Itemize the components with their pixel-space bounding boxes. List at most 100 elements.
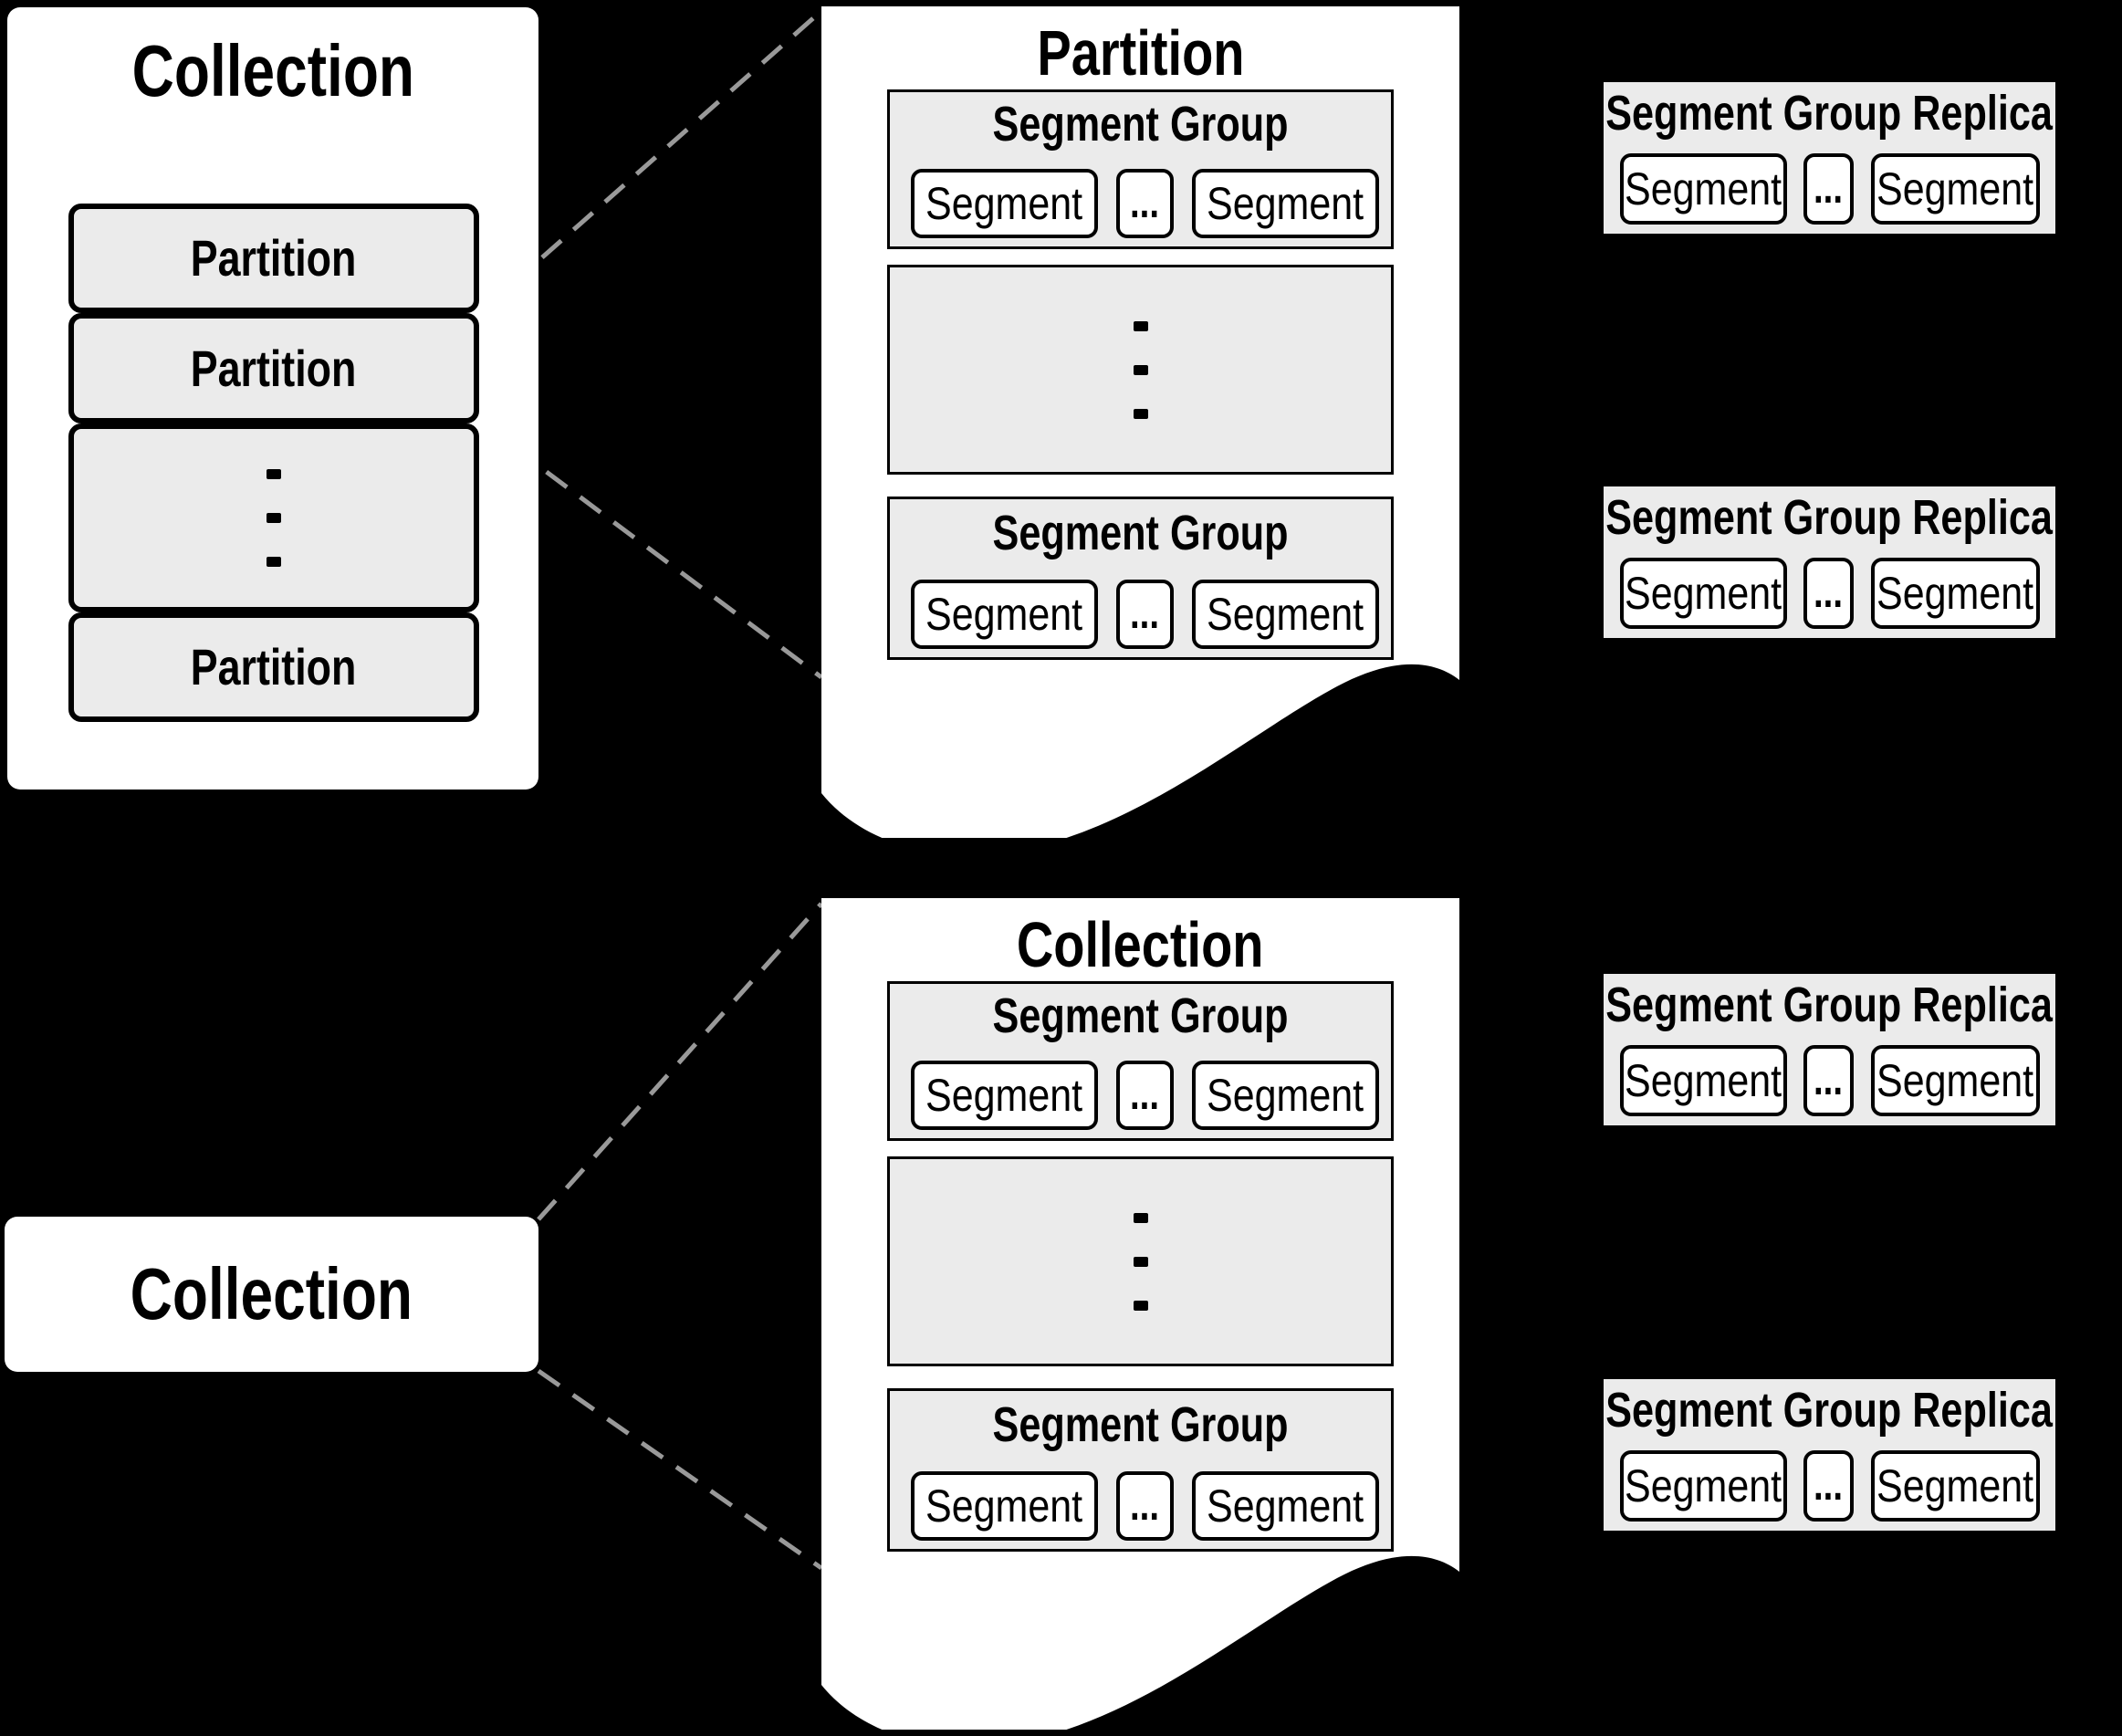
segment-ellipsis: ... xyxy=(1814,1056,1844,1104)
segment-group-box: Segment Group Segment ... Segment xyxy=(887,1388,1394,1552)
segment-group-title: Segment Group xyxy=(992,506,1289,560)
segment-ellipsis-box: ... xyxy=(1116,1061,1174,1130)
segment-group-title: Segment Group xyxy=(992,1397,1289,1452)
segment-label: Segment xyxy=(925,1480,1083,1532)
segment-label: Segment xyxy=(1876,1055,2034,1106)
partition-box-2: Partition xyxy=(68,313,479,424)
segment-group-box: Segment Group Segment ... Segment xyxy=(887,89,1394,249)
segment-box: Segment xyxy=(1871,558,2040,629)
segment-ellipsis: ... xyxy=(1130,1071,1160,1119)
segment-group-vertical-ellipsis-box xyxy=(887,1156,1394,1366)
ellipsis-dot xyxy=(1133,1300,1148,1311)
segment-ellipsis-box: ... xyxy=(1116,169,1174,238)
segment-box: Segment xyxy=(911,169,1098,238)
ellipsis-dot xyxy=(267,469,281,479)
segment-box: Segment xyxy=(1192,1061,1379,1130)
segment-box: Segment xyxy=(1192,169,1379,238)
partition-box-3: Partition xyxy=(68,612,479,722)
segment-box: Segment xyxy=(1871,1450,2040,1522)
partition-box-1: Partition xyxy=(68,204,479,313)
replica-title: Segment Group Replica xyxy=(1605,490,2054,545)
ellipsis-dot xyxy=(267,513,281,523)
partition-label: Partition xyxy=(191,638,357,695)
page-title: Partition xyxy=(1036,17,1245,89)
ellipsis-dot xyxy=(1133,364,1148,375)
segment-box: Segment xyxy=(1620,558,1787,629)
segment-label: Segment xyxy=(925,589,1083,640)
segment-group-title: Segment Group xyxy=(992,97,1289,152)
segment-label: Segment xyxy=(1207,1480,1364,1532)
segment-label: Segment xyxy=(1207,1070,1364,1121)
partition-detail-page: Partition Segment Group Segment ... Segm… xyxy=(821,6,1459,838)
segment-label: Segment xyxy=(1207,178,1364,229)
segment-group-title-row: Segment Group xyxy=(890,99,1391,149)
segment-box: Segment xyxy=(1192,1471,1379,1541)
segment-group-box: Segment Group Segment ... Segment xyxy=(887,981,1394,1141)
segment-ellipsis-box: ... xyxy=(1803,1450,1854,1522)
segment-label: Segment xyxy=(1625,163,1782,214)
segment-group-replica-box-1: Segment Group Replica Segment ... Segmen… xyxy=(1601,79,2058,236)
segment-group-replica-box-4: Segment Group Replica Segment ... Segmen… xyxy=(1601,1376,2058,1533)
segment-ellipsis: ... xyxy=(1814,1461,1844,1510)
segment-box: Segment xyxy=(911,1061,1098,1130)
connector-partition-to-page-top xyxy=(477,9,823,315)
collection-title: Collection xyxy=(131,30,414,111)
segment-ellipsis-box: ... xyxy=(1116,580,1174,649)
replica-title-row: Segment Group Replica xyxy=(1604,490,2055,545)
connector-collection-to-page-bottom xyxy=(537,1368,823,1571)
collection-container-title-row: Collection xyxy=(7,35,538,108)
segment-box: Segment xyxy=(1620,1450,1787,1522)
replica-title: Segment Group Replica xyxy=(1605,978,2054,1032)
connector-partition-to-page-bottom xyxy=(477,419,823,680)
page-title-row: Partition xyxy=(821,21,1459,85)
segment-label: Segment xyxy=(1876,163,2034,214)
replica-title-row: Segment Group Replica xyxy=(1604,1383,2055,1438)
segment-ellipsis: ... xyxy=(1130,1481,1160,1530)
segment-label: Segment xyxy=(1625,1460,1782,1511)
segment-label: Segment xyxy=(1625,1055,1782,1106)
segment-ellipsis: ... xyxy=(1130,590,1160,638)
segment-group-title-row: Segment Group xyxy=(890,1400,1391,1449)
ellipsis-dot xyxy=(1133,1256,1148,1267)
segment-ellipsis-box: ... xyxy=(1803,558,1854,629)
segment-box: Segment xyxy=(1620,153,1787,225)
replica-title-row: Segment Group Replica xyxy=(1604,978,2055,1032)
segment-box: Segment xyxy=(1871,153,2040,225)
segment-ellipsis-box: ... xyxy=(1116,1471,1174,1541)
ellipsis-dot xyxy=(1133,408,1148,419)
segment-group-replica-box-2: Segment Group Replica Segment ... Segmen… xyxy=(1601,484,2058,641)
segment-group-box: Segment Group Segment ... Segment xyxy=(887,497,1394,660)
ellipsis-dot xyxy=(1133,320,1148,331)
connector-collection-to-page-top xyxy=(537,902,823,1221)
partition-vertical-ellipsis-box xyxy=(68,424,479,612)
segment-label: Segment xyxy=(1207,589,1364,640)
segment-box: Segment xyxy=(911,1471,1098,1541)
segment-ellipsis: ... xyxy=(1814,164,1844,213)
page-title: Collection xyxy=(1017,909,1264,980)
segment-ellipsis: ... xyxy=(1130,179,1160,227)
ellipsis-dot xyxy=(1133,1212,1148,1223)
segment-group-vertical-ellipsis-box xyxy=(887,265,1394,475)
segment-label: Segment xyxy=(1876,568,2034,619)
partition-label: Partition xyxy=(191,339,357,397)
segment-group-replica-box-3: Segment Group Replica Segment ... Segmen… xyxy=(1601,971,2058,1128)
segment-label: Segment xyxy=(1625,568,1782,619)
segment-group-title-row: Segment Group xyxy=(890,991,1391,1041)
replica-title: Segment Group Replica xyxy=(1605,1383,2054,1438)
segment-label: Segment xyxy=(925,1070,1083,1121)
replica-title: Segment Group Replica xyxy=(1605,86,2054,141)
collection-container: Collection Partition Partition Partition xyxy=(7,7,538,790)
segment-group-title: Segment Group xyxy=(992,988,1289,1043)
collection-detail-page: Collection Segment Group Segment ... Seg… xyxy=(821,898,1459,1730)
replica-title-row: Segment Group Replica xyxy=(1604,86,2055,141)
segment-box: Segment xyxy=(1192,580,1379,649)
segment-ellipsis: ... xyxy=(1814,569,1844,617)
segment-ellipsis-box: ... xyxy=(1803,153,1854,225)
segment-label: Segment xyxy=(1876,1460,2034,1511)
collection-label-title: Collection xyxy=(130,1253,413,1334)
page-title-row: Collection xyxy=(821,913,1459,977)
ellipsis-dot xyxy=(267,557,281,567)
segment-group-title-row: Segment Group xyxy=(890,508,1391,558)
